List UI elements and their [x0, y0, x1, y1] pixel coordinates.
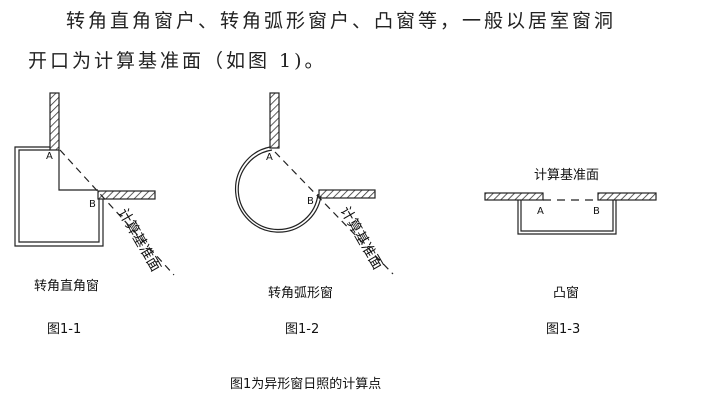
point-a-label: A [537, 206, 544, 217]
figure-number: 图1-2 [285, 322, 319, 337]
figure-name: 转角弧形窗 [268, 285, 333, 301]
figure-number: 图1-3 [546, 322, 580, 337]
point-b-label: B [593, 206, 600, 217]
figure-bay-window: 计算基准面 A B 凸窗 图1-3 [484, 168, 657, 337]
paragraph-line-1: 转角直角窗户、转角弧形窗户、凸窗等，一般以居室窗洞 [66, 10, 617, 32]
figure-number: 图1-1 [47, 322, 81, 337]
point-b-label: B [89, 199, 96, 210]
plane-label: 计算基准面 [534, 168, 599, 183]
plane-label: 计算基准面 [337, 204, 387, 273]
figure-corner-arc: A B 计算基准面 转角弧形窗 图1-2 [234, 92, 394, 337]
plane-label: 计算基准面 [115, 206, 165, 275]
point-a-label: A [266, 152, 273, 163]
figure-name: 凸窗 [553, 285, 579, 301]
point-a-label: A [46, 151, 53, 162]
point-b-label: B [307, 196, 314, 207]
paragraph-line-2: 开口为计算基准面（如图 1)。 [28, 50, 327, 72]
figure-name: 转角直角窗 [34, 278, 99, 294]
figure-corner-right-angle: A B 计算基准面 转角直角窗 图1-1 [14, 92, 175, 337]
figure-caption: 图1为异形窗日照的计算点 [230, 376, 381, 392]
